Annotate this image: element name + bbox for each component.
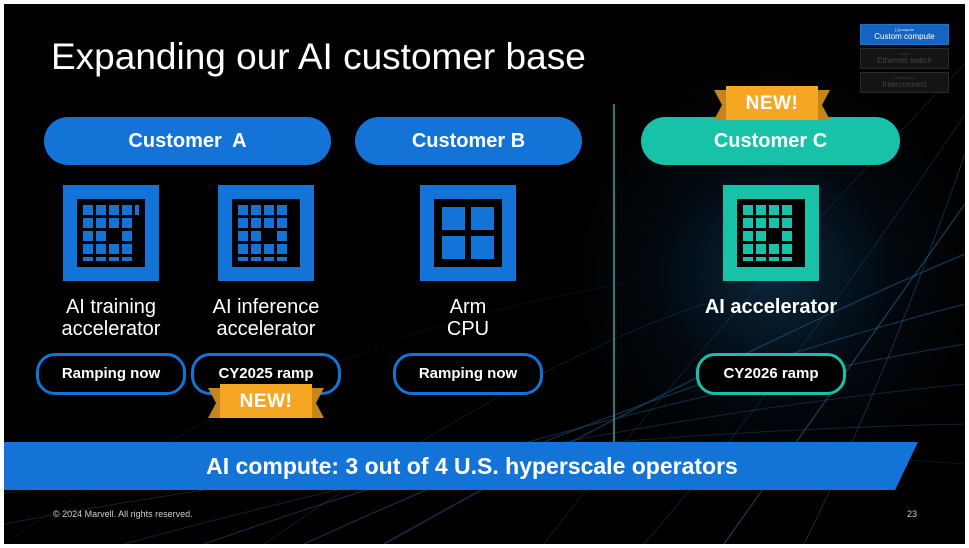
ribbon-icon (208, 384, 324, 418)
section-divider (613, 104, 615, 444)
legend-item-label: Custom compute (874, 32, 935, 41)
legend-item-ethernet-switch[interactable]: switch Ethernet switch (860, 48, 949, 69)
legend-item-label: Interconnect (882, 80, 927, 89)
legend-item-mini-label: switch (898, 51, 911, 56)
legend-item-mini-label: interconnect (893, 75, 916, 80)
section-legend: [ ]compute Custom compute switch Etherne… (860, 24, 949, 96)
legend-item-label: Ethernet switch (877, 56, 932, 65)
slide-title: Expanding our AI customer base (51, 36, 586, 77)
customer-c-pill: Customer C (641, 117, 900, 165)
product-label-line: accelerator (216, 318, 316, 340)
ai-chip-icon (63, 185, 159, 281)
product-label-ai-accelerator: AI accelerator (666, 296, 876, 318)
status-pill-ai-accelerator: CY2026 ramp (696, 353, 846, 395)
page-number: 23 (907, 509, 918, 519)
product-label-line: AI accelerator (704, 296, 838, 318)
product-label-line: accelerator (61, 318, 161, 340)
legend-item-custom-compute[interactable]: [ ]compute Custom compute (860, 24, 949, 45)
summary-banner (4, 442, 918, 490)
legend-item-interconnect[interactable]: interconnect Interconnect (860, 72, 949, 93)
status-pill-arm-cpu: Ramping now (393, 353, 543, 395)
product-label-line: AI inference (212, 296, 320, 318)
product-label-line: CPU (446, 318, 490, 340)
status-pill-ai-training: Ramping now (36, 353, 186, 395)
product-label-line: Arm (449, 296, 487, 318)
new-badge-label: NEW! (239, 391, 293, 412)
ribbon-icon (714, 86, 830, 120)
customer-b-pill: Customer B (355, 117, 582, 165)
product-label-line: AI training (65, 296, 157, 318)
product-label-ai-inference: AI inference accelerator (186, 296, 346, 340)
copyright-footer: © 2024 Marvell. All rights reserved. (53, 509, 193, 519)
legend-item-mini-label: [ ]compute (895, 27, 914, 32)
ai-chip-icon (723, 185, 819, 281)
product-label-ai-training: AI training accelerator (31, 296, 191, 340)
new-badge-ai-inference: NEW! (208, 384, 324, 422)
new-badge-label: NEW! (745, 93, 799, 114)
summary-banner-text: AI compute: 3 out of 4 U.S. hyperscale o… (206, 453, 738, 479)
product-label-arm-cpu: Arm CPU (388, 296, 548, 340)
cpu-chip-icon (420, 185, 516, 281)
slide: Expanding our AI customer base [ ]comput… (4, 4, 965, 544)
customer-a-pill: Customer A (44, 117, 331, 165)
ai-chip-icon (218, 185, 314, 281)
new-badge-customer-c: NEW! (714, 86, 830, 124)
